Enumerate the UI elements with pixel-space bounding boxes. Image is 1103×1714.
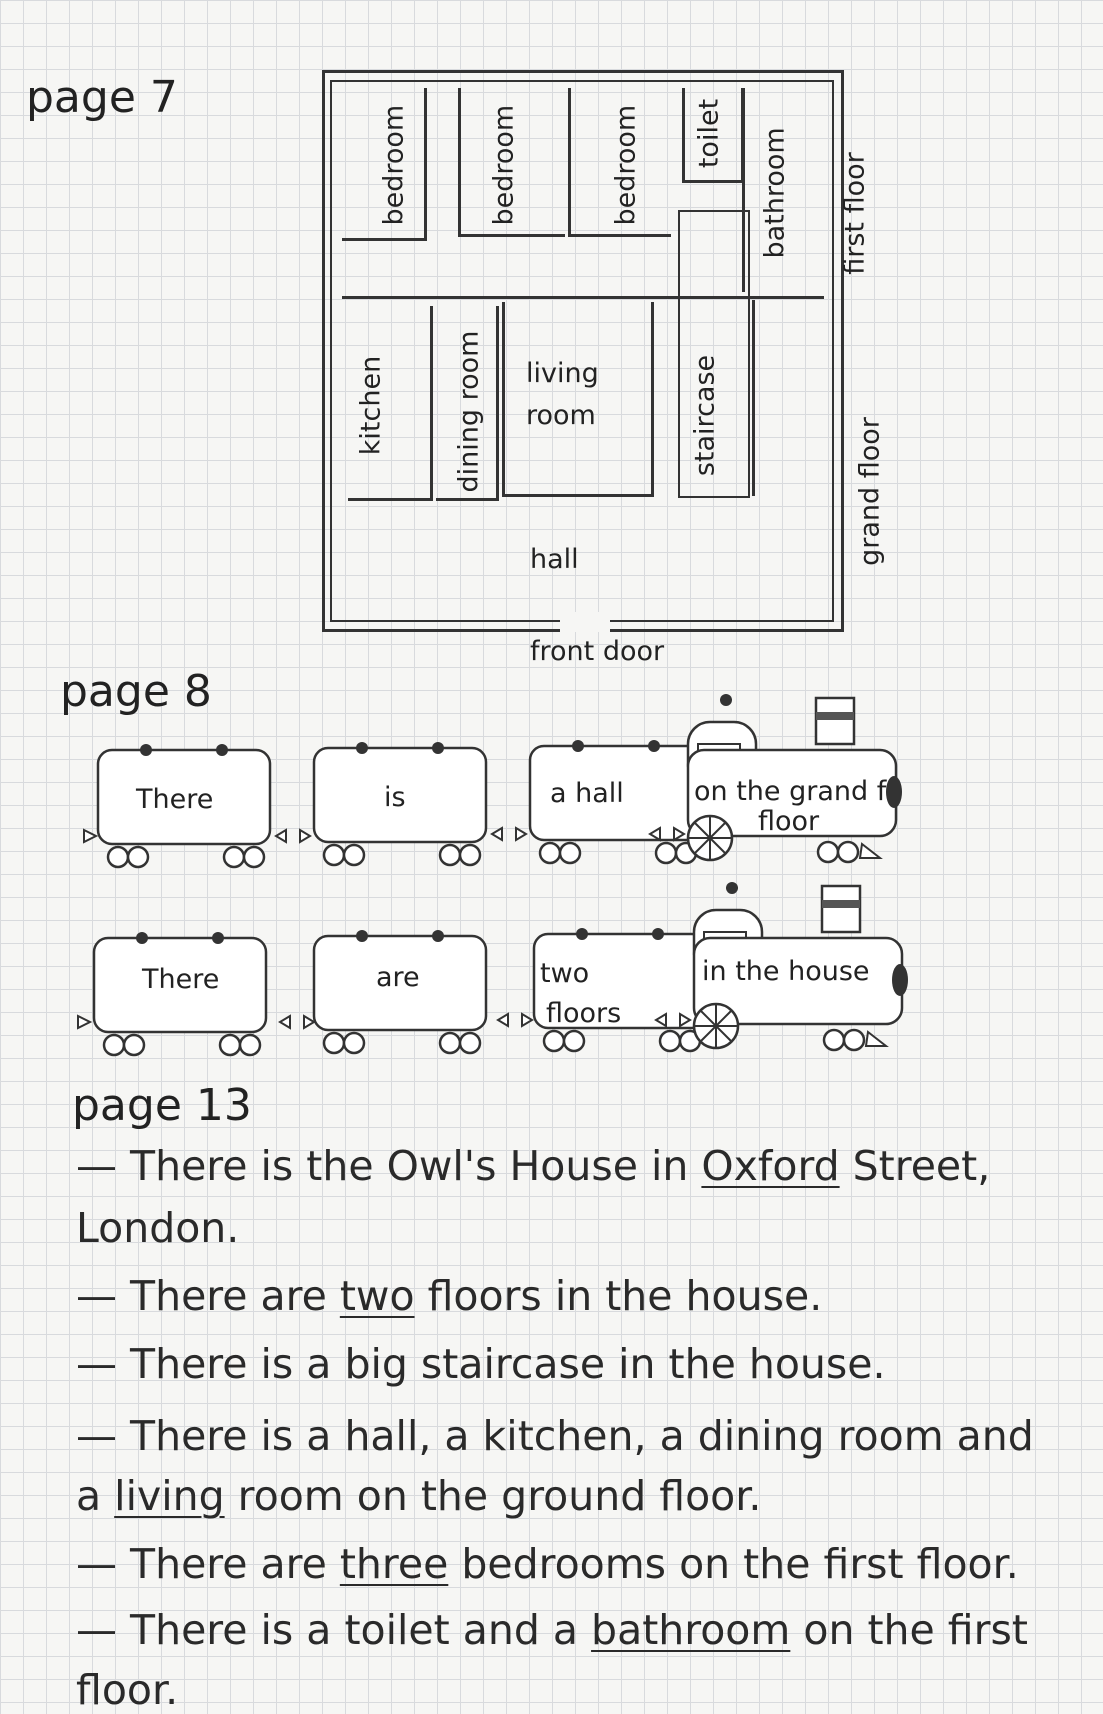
bedroom-label-2: bedroom — [488, 104, 520, 226]
sentence-line-7: — There are three bedrooms on the first … — [76, 1540, 1019, 1588]
train1-wagon2-text: is — [384, 782, 406, 813]
train2-wagon2-text: are — [376, 962, 420, 993]
bathroom-walls — [742, 88, 825, 292]
train1-wagon1-text: There — [136, 784, 214, 815]
sentence-line-4: — There is a big staircase in the house. — [76, 1340, 886, 1388]
sentence-line-2: London. — [76, 1204, 240, 1252]
page-7-label: page 7 — [26, 72, 178, 123]
sentence-line-6: a living room on the ground floor. — [76, 1472, 762, 1520]
first-floor-label: first floor — [839, 152, 871, 275]
sentence-line-1: — There is the Owl's House in Oxford Str… — [76, 1142, 991, 1190]
sentence-line-9: floor. — [76, 1666, 179, 1714]
sentence-line-3: — There are two floors in the house. — [76, 1272, 823, 1320]
bedroom-label-3: bedroom — [610, 104, 642, 226]
train2-engine-text: in the house — [702, 956, 870, 987]
kitchen-walls — [348, 306, 433, 501]
bedroom-label-1: bedroom — [378, 104, 410, 226]
grand-floor-wall — [752, 300, 825, 496]
sentence-line-8: — There is a toilet and a bathroom on th… — [76, 1606, 1028, 1654]
toilet-label: toilet — [693, 98, 725, 169]
train-drawings — [77, 692, 910, 1057]
front-door-gap — [560, 612, 610, 632]
train1-engine-text-line1: on the grand f — [694, 776, 887, 807]
page-13-label: page 13 — [72, 1080, 252, 1131]
train2-wagon3-text-line2: floors — [546, 998, 622, 1029]
front-door-label: front door — [530, 636, 665, 667]
bathroom-label: bathroom — [759, 127, 791, 259]
living-room-label-line2: room — [526, 400, 596, 431]
floor-divider — [342, 296, 824, 299]
bedroom-1-walls — [342, 88, 427, 241]
sentence-line-5: — There is a hall, a kitchen, a dining r… — [76, 1412, 1034, 1460]
kitchen-label: kitchen — [355, 355, 387, 456]
dining-room-label: dining room — [453, 330, 485, 493]
train2-wagon1-text: There — [142, 964, 220, 995]
living-room-walls — [502, 302, 654, 497]
bedroom-2-walls — [458, 88, 565, 237]
page-8-label: page 8 — [60, 666, 212, 717]
staircase-walls — [678, 210, 750, 498]
dining-room-walls — [436, 306, 499, 501]
bedroom-3-walls — [568, 88, 671, 237]
staircase-label: staircase — [689, 354, 721, 477]
living-room-label-line1: living — [526, 358, 599, 389]
train1-wagon3-text: a hall — [550, 778, 624, 809]
hall-label: hall — [530, 544, 579, 575]
train1-engine-text-line2: floor — [758, 806, 820, 837]
train2-wagon3-text-line1: two — [540, 958, 590, 989]
grand-floor-label: grand floor — [854, 417, 886, 566]
